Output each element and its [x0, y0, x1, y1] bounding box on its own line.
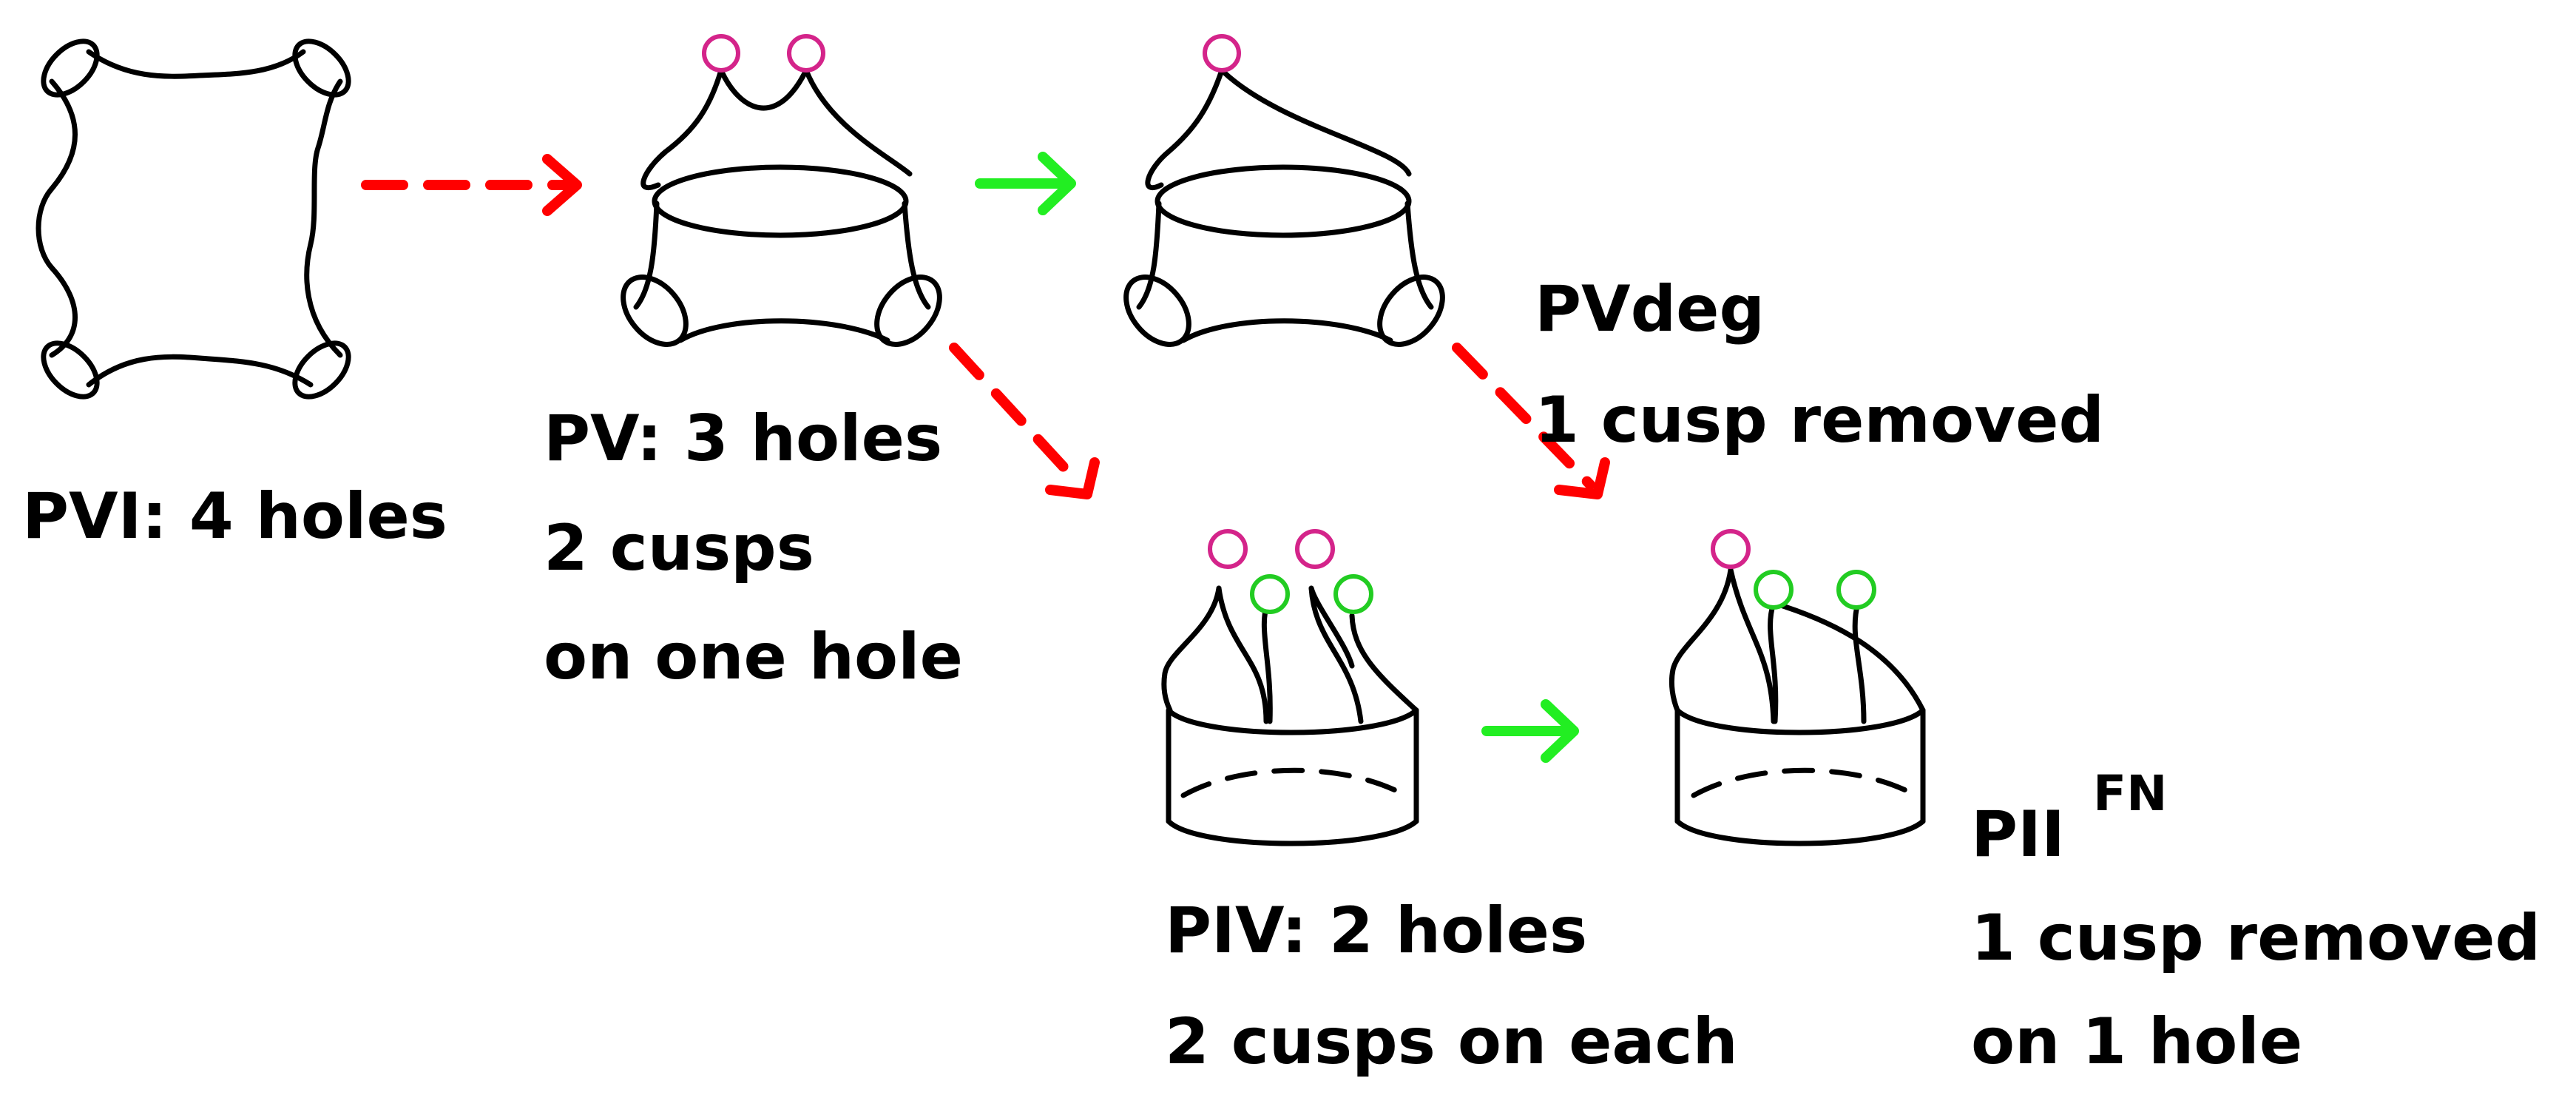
piv-surface [1161, 585, 1419, 846]
pvi-surface [36, 38, 351, 400]
arrow-pvdeg-to-piifn [1452, 343, 1610, 499]
piv-label-line1: PIV: 2 holes [1165, 894, 1588, 968]
pv-label-line2: 2 cusps [544, 511, 814, 585]
pvdeg-hole-right [1377, 274, 1445, 347]
piifn-label-line3: on 1 hole [1971, 1005, 2303, 1079]
pvdeg-label-line2: 1 cusp removed [1535, 383, 2105, 457]
piifn-cusp-green-2 [1836, 570, 1876, 610]
arrow-pv-to-pvdeg [975, 152, 1076, 215]
pvdeg-surface [1123, 67, 1445, 347]
pvi-hole-bottom-left [41, 340, 100, 400]
arrow-pv-to-piv [949, 343, 1100, 499]
pv-label-line3: on one hole [544, 620, 963, 694]
arrow-piv-to-piifn [1481, 699, 1579, 763]
piifn-cusp-magenta [1711, 529, 1751, 569]
piv-cusp-magenta-2 [1295, 529, 1335, 569]
piifn-cusp-green-1 [1754, 570, 1794, 610]
piifn-label-base: PII [1971, 798, 2066, 872]
piifn-label-superscript: FN [2093, 765, 2168, 822]
pvi-hole-bottom-right [292, 340, 351, 400]
pvi-label: PVI: 4 holes [22, 479, 447, 553]
piv-cusp-magenta-1 [1208, 529, 1248, 569]
piv-cusp-green-1 [1250, 574, 1290, 614]
pv-label-line1: PV: 3 holes [544, 402, 943, 476]
piifn-label-line2: 1 cusp removed [1971, 901, 2541, 975]
piv-cusp-green-2 [1333, 574, 1373, 614]
pvdeg-label-line1: PVdeg [1535, 272, 1765, 346]
pv-hole-left [621, 274, 689, 347]
arrow-pvi-to-pv [361, 154, 582, 216]
piv-label-line2: 2 cusps on each [1165, 1005, 1738, 1079]
pvdeg-cusp [1203, 34, 1241, 73]
pvdeg-hole-left [1123, 274, 1191, 347]
pv-cusp-1 [702, 34, 740, 73]
pv-cusp-2 [787, 34, 825, 73]
pv-hole-right [874, 274, 942, 347]
pvi-hole-top-right [292, 38, 351, 98]
pv-surface [621, 67, 942, 347]
piifn-surface [1669, 567, 1926, 846]
pvi-hole-top-left [41, 38, 100, 98]
